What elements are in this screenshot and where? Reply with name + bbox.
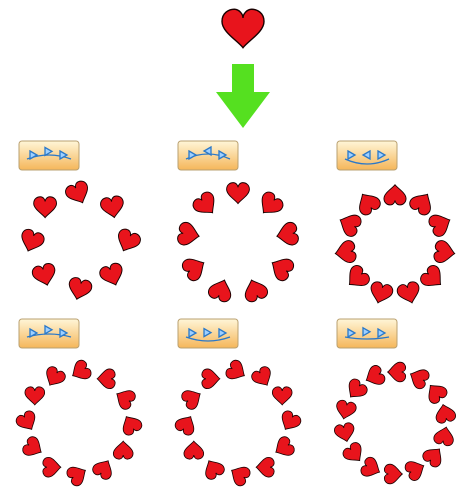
heart-icon (342, 263, 372, 293)
heart-icon (266, 253, 295, 283)
heart-icon (250, 365, 276, 390)
heart-icon (275, 221, 300, 247)
heart-icon (180, 385, 205, 411)
heart-icon (25, 387, 45, 405)
heart-icon (433, 402, 456, 424)
button-background (178, 141, 238, 170)
heart-icon (17, 227, 46, 254)
heart-icon (68, 358, 93, 384)
heart-icon (21, 435, 46, 461)
heart-icon (362, 364, 387, 390)
heart-icon (180, 253, 209, 283)
heart-ring (334, 185, 457, 306)
arrange-option-button-2[interactable] (178, 141, 238, 170)
heart-icon (271, 435, 296, 461)
variant-2 (177, 141, 300, 304)
heart-icon (34, 197, 57, 218)
heart-icon (333, 422, 356, 444)
heart-icon (256, 457, 274, 477)
heart-ring (173, 358, 303, 488)
heart-icon (177, 221, 202, 247)
heart-icon (97, 369, 115, 389)
heart-icon (224, 358, 249, 384)
heart-icon (334, 399, 357, 421)
heart-icon (421, 443, 448, 469)
heart-icon (396, 280, 423, 306)
heart-icon (388, 362, 406, 382)
variant-1 (17, 141, 142, 302)
heart-icon (63, 179, 92, 208)
heart-icon (91, 456, 117, 481)
heart-icon (31, 262, 58, 288)
heart-icon (14, 409, 40, 434)
heart-icon (423, 379, 450, 405)
heart-icon (277, 409, 303, 434)
heart-icon (433, 425, 456, 447)
heart-icon (65, 462, 90, 488)
heart-icon (384, 185, 406, 205)
heart-icon (255, 189, 286, 220)
heart-icon (343, 377, 370, 403)
heart-icon (200, 456, 226, 481)
arrange-option-button-4[interactable] (19, 319, 79, 348)
heart-icon (98, 261, 127, 288)
arrange-option-button-6[interactable] (337, 319, 397, 348)
heart-icon (66, 276, 93, 302)
heart-icon (113, 441, 133, 459)
arrow-down-icon (216, 64, 270, 128)
heart-icon (41, 365, 67, 390)
heart-ring (14, 358, 144, 488)
heart-icon (227, 183, 250, 204)
heart-ring (17, 179, 142, 302)
heart-icon (207, 276, 236, 303)
heart-icon (433, 240, 456, 265)
heart-icon (112, 385, 137, 411)
heart-icon (190, 189, 221, 220)
heart-icon (407, 188, 437, 217)
heart-icon (184, 441, 204, 459)
heart-icon (334, 240, 357, 265)
variant-6 (333, 319, 456, 484)
arrange-option-button-1[interactable] (19, 141, 79, 170)
arrange-option-button-3[interactable] (337, 141, 397, 170)
heart-icon (367, 280, 394, 306)
heart-icon (359, 455, 384, 481)
heart-icon (118, 412, 144, 437)
heart-icon (43, 457, 61, 477)
heart-icon (418, 263, 448, 293)
heart-icon (406, 365, 431, 391)
heart-icon (241, 276, 270, 303)
heart-icon (113, 227, 142, 256)
heart-icon (427, 210, 455, 238)
heart-icon (173, 412, 199, 437)
variant-5 (173, 319, 303, 488)
heart-icon (353, 188, 383, 217)
heart-icon (100, 195, 126, 220)
heart-icon (202, 369, 220, 389)
heart-icon (227, 462, 252, 488)
heart-ring (333, 362, 456, 484)
variant-4 (14, 319, 144, 488)
source-heart-icon (222, 9, 264, 48)
heart-icon (384, 464, 402, 484)
heart-icon (336, 210, 364, 238)
heart-icon (403, 457, 428, 483)
arrange-option-button-5[interactable] (178, 319, 238, 348)
heart-icon (341, 440, 368, 466)
variant-3 (334, 141, 457, 306)
heart-icon (272, 387, 292, 405)
heart-ring (177, 183, 300, 304)
